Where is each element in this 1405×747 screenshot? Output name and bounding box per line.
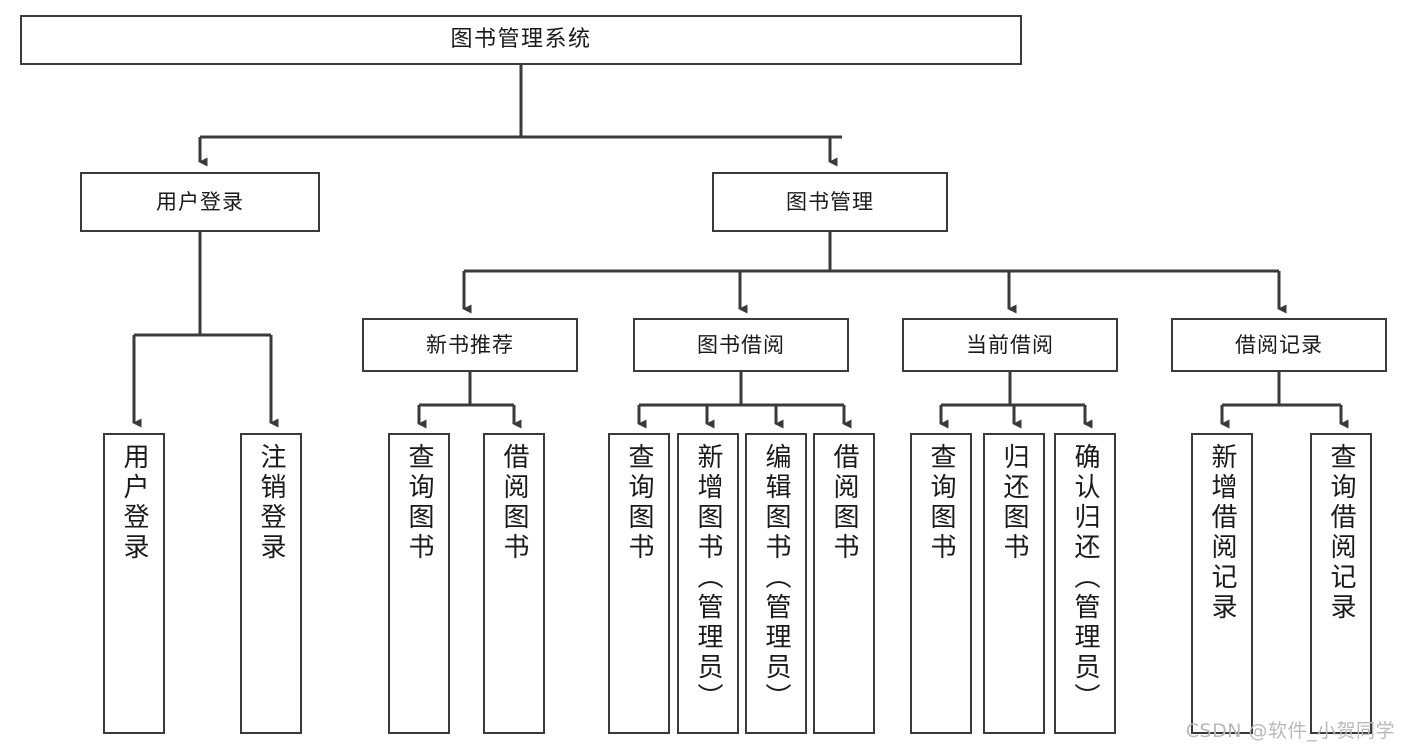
node-leaf-add-borrow-record-label: 新增借阅记录 — [1207, 443, 1237, 623]
node-user-login-label: 用户登录 — [156, 189, 244, 214]
node-book-borrow-label: 图书借阅 — [697, 332, 785, 357]
node-borrow-records-label: 借阅记录 — [1235, 332, 1323, 357]
node-leaf-add-book-admin[interactable]: 新增图书（管理员） — [677, 433, 739, 734]
node-book-borrow[interactable]: 图书借阅 — [633, 318, 849, 372]
node-leaf-user-login-label: 用户登录 — [119, 443, 149, 563]
node-root-label: 图书管理系统 — [450, 27, 592, 53]
node-leaf-query-book-borrow[interactable]: 查询图书 — [608, 433, 670, 734]
node-leaf-borrow-book-new-label: 借阅图书 — [499, 443, 529, 563]
node-root[interactable]: 图书管理系统 — [20, 15, 1022, 65]
node-leaf-borrow-book-new[interactable]: 借阅图书 — [483, 433, 545, 734]
node-leaf-confirm-return-admin[interactable]: 确认归还（管理员） — [1054, 433, 1116, 734]
node-leaf-query-book-current-label: 查询图书 — [926, 443, 956, 563]
node-leaf-confirm-return-admin-label: 确认归还（管理员） — [1070, 443, 1100, 713]
node-leaf-return-book-label: 归还图书 — [999, 443, 1029, 563]
node-user-login[interactable]: 用户登录 — [80, 172, 320, 232]
node-leaf-query-borrow-record[interactable]: 查询借阅记录 — [1310, 433, 1372, 734]
node-current-borrow-label: 当前借阅 — [966, 332, 1054, 357]
node-leaf-query-borrow-record-label: 查询借阅记录 — [1326, 443, 1356, 623]
node-leaf-edit-book-admin-label: 编辑图书（管理员） — [761, 443, 791, 713]
node-leaf-edit-book-admin[interactable]: 编辑图书（管理员） — [745, 433, 807, 734]
node-new-book-recommend[interactable]: 新书推荐 — [362, 318, 578, 372]
node-leaf-query-book-current[interactable]: 查询图书 — [910, 433, 972, 734]
node-leaf-borrow-book[interactable]: 借阅图书 — [813, 433, 875, 734]
node-leaf-user-login[interactable]: 用户登录 — [103, 433, 165, 734]
node-leaf-logout-label: 注销登录 — [256, 443, 286, 563]
node-leaf-logout[interactable]: 注销登录 — [240, 433, 302, 734]
node-current-borrow[interactable]: 当前借阅 — [902, 318, 1118, 372]
node-leaf-query-book-new-label: 查询图书 — [404, 443, 434, 563]
node-book-management[interactable]: 图书管理 — [712, 172, 948, 232]
node-leaf-query-book-borrow-label: 查询图书 — [624, 443, 654, 563]
node-leaf-add-borrow-record[interactable]: 新增借阅记录 — [1191, 433, 1253, 734]
node-leaf-query-book-new[interactable]: 查询图书 — [388, 433, 450, 734]
node-borrow-records[interactable]: 借阅记录 — [1171, 318, 1387, 372]
node-leaf-borrow-book-label: 借阅图书 — [829, 443, 859, 563]
node-new-book-recommend-label: 新书推荐 — [426, 332, 514, 357]
csdn-watermark: CSDN @软件_小贺同学 — [1185, 720, 1395, 742]
node-leaf-add-book-admin-label: 新增图书（管理员） — [693, 443, 723, 713]
node-book-management-label: 图书管理 — [786, 189, 874, 214]
node-leaf-return-book[interactable]: 归还图书 — [983, 433, 1045, 734]
